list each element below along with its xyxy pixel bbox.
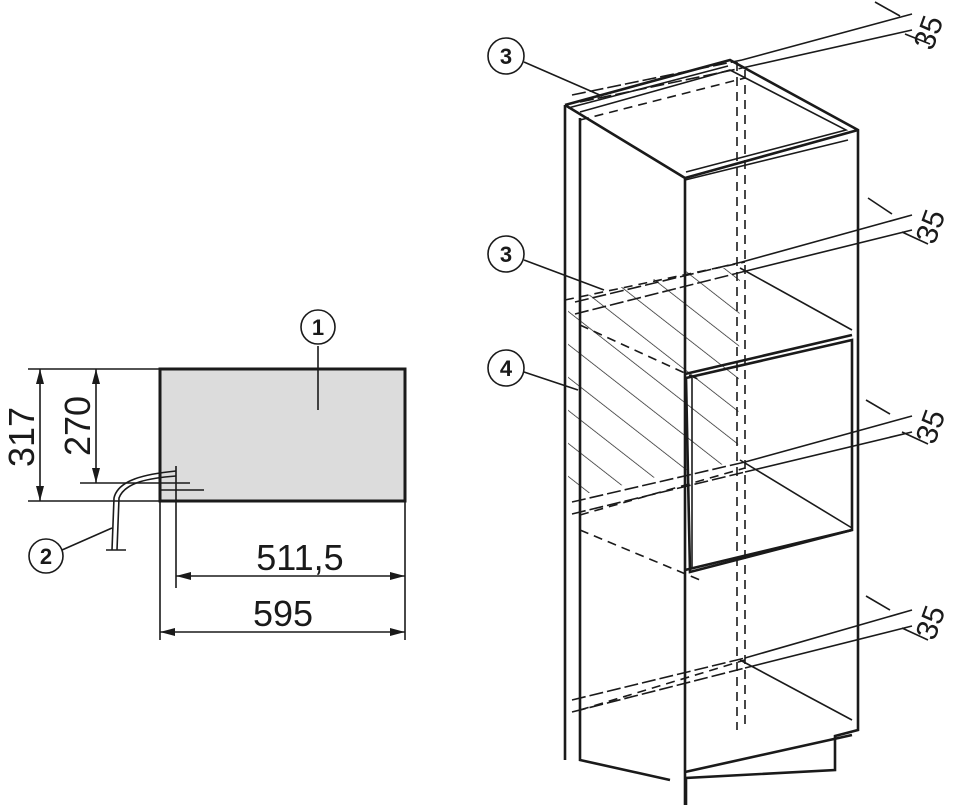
callout-1-circle (300, 309, 336, 345)
callout-4-circle (487, 349, 525, 387)
side-view: 317 270 511,5 595 1 2 (1, 309, 407, 640)
dim-35-2: 35 (910, 205, 952, 248)
dim-270: 270 (57, 396, 98, 456)
dim-35-1: 35 (908, 11, 950, 54)
dim-317: 317 (1, 407, 42, 467)
dim-35-3: 35 (910, 405, 952, 448)
vent-dimension-4 (744, 595, 929, 669)
dim-35-4: 35 (910, 601, 952, 644)
callout-4: 4 (500, 356, 513, 381)
callout-2: 2 (40, 544, 52, 569)
vent-dimension-3 (744, 399, 929, 473)
callout-3-top: 3 (500, 44, 512, 69)
opening-hatch (568, 268, 740, 498)
callout-2-circle (28, 538, 64, 574)
vent-strips (567, 59, 746, 713)
appliance-body (158, 367, 407, 503)
cabinet-view: 35 35 35 35 3 3 4 (487, 1, 952, 805)
callout-3-top-circle (487, 37, 525, 75)
callout-3-middle-circle (487, 235, 525, 273)
callout-3-middle: 3 (500, 242, 512, 267)
vent-dimension-2 (741, 197, 929, 273)
dim-595: 595 (253, 593, 313, 634)
dim-511-5: 511,5 (256, 537, 343, 578)
callout-1: 1 (312, 315, 324, 340)
vent-dimension-1 (741, 1, 931, 69)
